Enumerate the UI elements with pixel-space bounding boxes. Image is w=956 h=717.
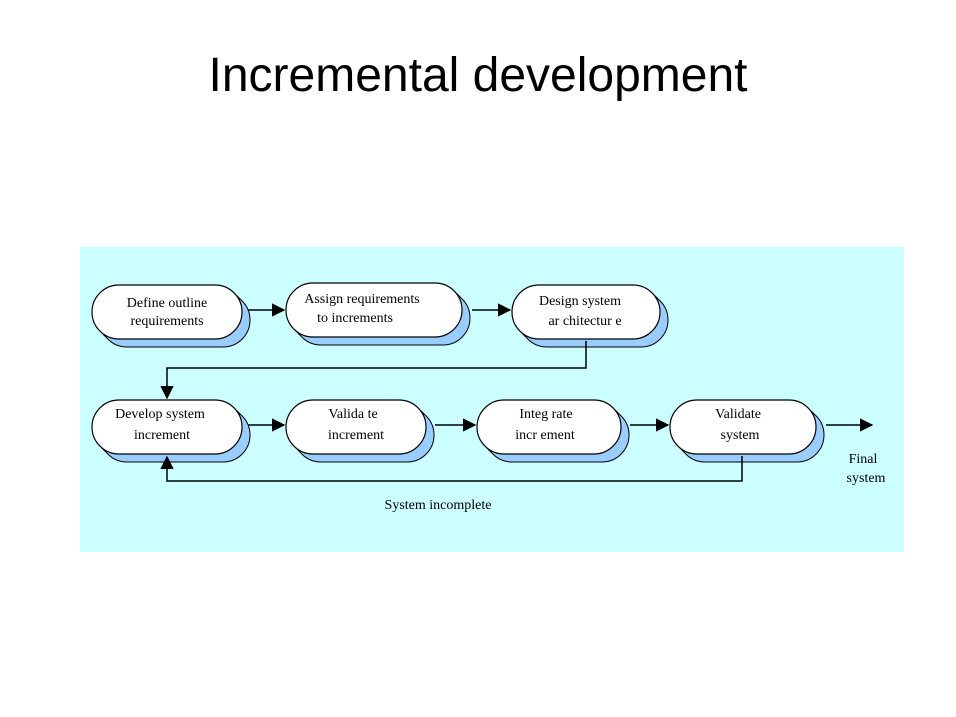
node-label-line2: incr ement — [515, 428, 575, 443]
node-label-line2: requirements — [130, 314, 203, 329]
node-label-line1: Integ rate — [519, 407, 572, 422]
slide-title: Incremental development — [208, 49, 748, 102]
final-system-label-line1: Final — [849, 452, 878, 467]
node-develop-system-increment: Develop system increment — [91, 399, 251, 463]
node-label-line1: Design system — [539, 294, 621, 309]
node-label-line1: Develop system — [115, 407, 205, 422]
node-label-line2: system — [721, 428, 760, 443]
node-assign-requirements: Assign requirements to increments — [285, 282, 471, 346]
node-validate-increment: Valida te increment — [285, 399, 435, 463]
node-label-line1: Valida te — [328, 407, 377, 422]
node-label-line1: Define outline — [127, 296, 207, 311]
node-validate-system: Validate system — [669, 399, 825, 463]
arrow-design-to-develop — [160, 341, 587, 400]
node-label-line2: to increments — [317, 311, 393, 326]
node-integrate-increment: Integ rate incr ement — [476, 399, 630, 463]
system-incomplete-label: System incomplete — [385, 498, 492, 513]
node-label-line2: ar chitectur e — [548, 314, 621, 329]
incremental-development-diagram: Define outline requirements Assign requi… — [80, 247, 904, 552]
node-label-line1: Validate — [715, 407, 761, 422]
final-system-label-line2: system — [847, 471, 886, 486]
node-design-system-architecture: Design system ar chitectur e — [511, 284, 669, 348]
arrow-system-incomplete-loop — [160, 455, 743, 482]
node-define-outline-requirements: Define outline requirements — [91, 284, 251, 348]
node-label-line2: increment — [328, 428, 384, 443]
node-label-line1: Assign requirements — [304, 292, 419, 307]
diagram-panel: Define outline requirements Assign requi… — [80, 247, 904, 552]
node-label-line2: increment — [134, 428, 190, 443]
